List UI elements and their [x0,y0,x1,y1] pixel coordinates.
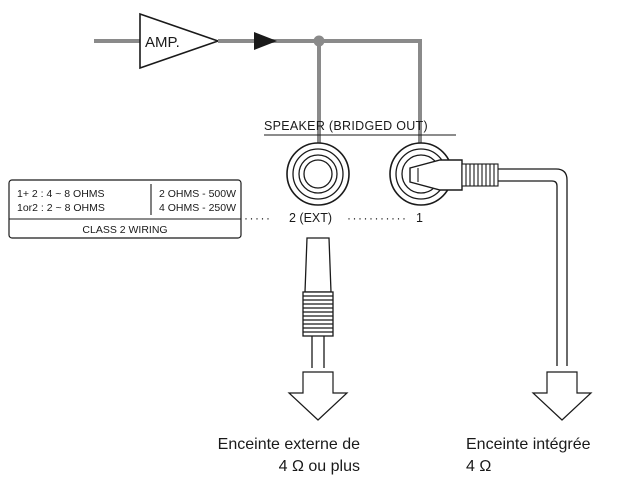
leader-middle: ··········· [347,211,407,225]
spec-row1-right: 2 OHMS - 500W [159,188,236,200]
jack-int-label: 1 [416,211,423,225]
plug-int-strain-relief [461,163,499,187]
caption-external-line1: Enceinte externe de [217,436,360,453]
amp-block: AMP. [139,12,221,70]
spec-box: 1+ 2 : 4 ~ 8 OHMS 2 OHMS - 500W 1or2 : 2… [8,179,242,239]
arrow-to-internal-speaker-icon [531,371,593,421]
amp-triangle [139,12,221,70]
jack-int [389,142,463,206]
spec-row2-left: 1or2 : 2 ~ 8 OHMS [17,202,105,214]
jack-ext [286,142,350,206]
caption-external-line2: 4 Ω ou plus [278,458,360,475]
spec-row1-left: 1+ 2 : 4 ~ 8 OHMS [17,188,105,200]
arrow-to-external-speaker-icon [287,371,349,421]
cable-int [498,168,568,366]
caption-internal-line2: 4 Ω [466,458,492,475]
signal-direction-arrow [254,32,277,50]
cable-ext [311,336,325,368]
amp-label: AMP. [145,34,180,51]
leader-left: ····· [244,211,271,225]
spec-footer: CLASS 2 WIRING [82,224,167,236]
spec-row2-right: 4 OHMS - 250W [159,202,236,214]
caption-internal-line1: Enceinte intégrée [466,436,591,453]
plug-ext [302,237,334,337]
speaker-panel-header: SPEAKER (BRIDGED OUT) [264,119,428,133]
caption-external-speaker: Enceinte externe de 4 Ω ou plus [200,434,360,478]
caption-internal-speaker: Enceinte intégrée 4 Ω [466,434,591,478]
jack-ext-label: 2 (EXT) [289,211,332,225]
